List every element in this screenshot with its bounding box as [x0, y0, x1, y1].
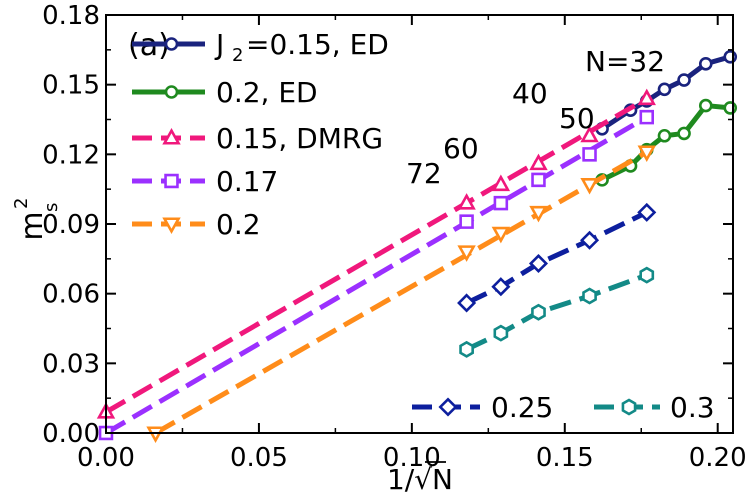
series-4-point-0: [637, 145, 656, 163]
series-5-point-3: [580, 230, 600, 250]
legend-entry-3: 0.17: [132, 165, 278, 198]
y-tick-label: 0.15: [42, 71, 100, 101]
y-tick-label: 0.00: [42, 419, 100, 449]
series-4-point-3: [491, 226, 511, 244]
legend-label: 0.2, ED: [216, 76, 318, 109]
series-2-point-2: [529, 153, 548, 171]
x-tick-label: 0.15: [536, 443, 594, 473]
series-5-point-1: [491, 277, 511, 297]
series-6-point-2: [531, 303, 546, 321]
legend-label: 0.2: [216, 208, 261, 241]
series-3-point-3: [493, 195, 509, 211]
y-tick-label: 0.09: [42, 210, 100, 240]
series-1-point-6: [723, 101, 738, 115]
y-tick-label: 0.12: [42, 140, 100, 170]
legend-entry-4: 0.2: [132, 208, 261, 241]
legend-marker: [438, 397, 458, 417]
x-tick-label: 0.05: [230, 443, 288, 473]
series-4-fit-line: [154, 149, 648, 436]
x-tick-label: 0.20: [689, 443, 747, 473]
series-1-point-3: [657, 128, 672, 143]
legend-entry-2: 0.15, DMRG: [132, 122, 383, 155]
series-6-point-1: [493, 324, 509, 342]
legend-label-sub: 2: [232, 45, 243, 66]
series-4-point-1: [580, 177, 599, 195]
legend-marker: [164, 173, 179, 189]
legend-entry-5: 0.25: [412, 391, 553, 424]
series-3-point-4: [459, 214, 474, 229]
size-label: 40: [512, 77, 548, 110]
series-4: [146, 145, 656, 444]
series-4-point-2: [529, 205, 548, 223]
series-0-point-6: [723, 49, 738, 64]
legend-label: 0.17: [216, 165, 278, 198]
series-3-point-1: [582, 147, 597, 162]
size-label: 72: [406, 157, 442, 190]
series-1-point-5: [698, 98, 713, 113]
y-tick-label: 0.06: [42, 280, 100, 310]
series-2-point-3: [491, 174, 511, 192]
series-1-point-4: [677, 126, 691, 141]
series-6: [459, 266, 655, 358]
series-0-point-3: [657, 82, 672, 97]
series-2-point-4: [457, 193, 476, 210]
series-2-fit-line: [104, 96, 649, 415]
series-5-line: [465, 210, 648, 306]
legend-entry-6: 0.3: [594, 391, 715, 424]
y-axis-label-main: m: [15, 211, 50, 240]
series-4-point-4: [457, 245, 476, 262]
legend-marker: [164, 37, 179, 51]
x-tick-label: 0.10: [383, 443, 441, 473]
series-5-point-4: [637, 202, 657, 222]
legend-label: 0.15, DMRG: [216, 122, 383, 155]
x-axis-label: 1/√N: [387, 463, 453, 496]
curves-layer: [96, 49, 738, 444]
y-tick-label: 0.03: [42, 349, 100, 379]
series-6-point-3: [582, 287, 597, 305]
series-2-point-0: [637, 88, 656, 106]
legend-label: 0.3: [670, 391, 715, 424]
series-6-point-4: [639, 266, 655, 284]
series-3: [98, 109, 654, 441]
legend-label-rest: =0.15, ED: [246, 28, 389, 61]
legend-marker: [162, 217, 181, 235]
series-0-point-5: [698, 56, 713, 71]
y-axis-label-sub: s: [41, 203, 62, 212]
legend-label: 0.25: [491, 391, 553, 424]
series-2-point-1: [580, 125, 599, 143]
series-3-fit-line: [104, 115, 649, 436]
y-axis-label-sup: 2: [11, 198, 32, 209]
series-3-point-2: [531, 172, 546, 188]
size-label: 50: [559, 102, 595, 135]
legend-marker: [621, 398, 637, 416]
series-4-point-5: [146, 426, 165, 444]
series-3-point-0: [639, 109, 654, 125]
series-6-point-0: [459, 340, 474, 358]
series-5-point-2: [528, 253, 549, 274]
axes-layer: 0.00 0.05 0.10 0.15 0.20 0.00 0.03 0.06 0.09 0.12…: [11, 1, 747, 496]
x-tick-label: 0.00: [77, 443, 135, 473]
series-0-point-4: [677, 73, 691, 87]
size-label: 60: [443, 132, 479, 165]
y-tick-label: 0.18: [42, 1, 100, 31]
legend-marker: [164, 85, 179, 99]
legend-label: J: [214, 28, 224, 61]
series-5: [457, 202, 657, 313]
series-0: [595, 49, 738, 136]
legend-entry-1: 0.2, ED: [132, 76, 318, 109]
size-label: N=32: [585, 45, 665, 78]
legend-marker: [162, 127, 181, 145]
series-5-point-0: [457, 293, 477, 313]
